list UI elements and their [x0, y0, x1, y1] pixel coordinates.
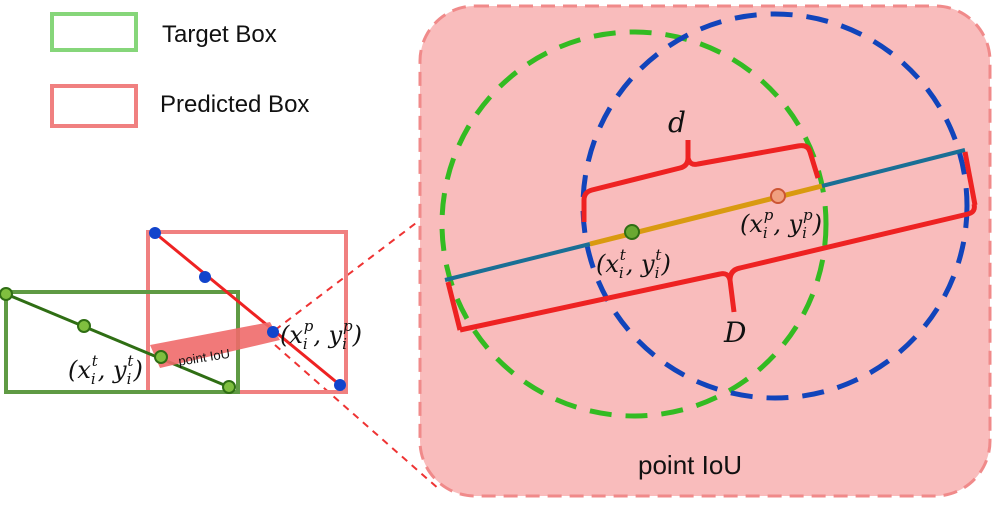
target-line [5, 292, 230, 389]
zoom-predicted-point [770, 188, 786, 204]
zoom-segment-right [821, 148, 966, 188]
label-D: D [723, 316, 746, 349]
label-d: d [668, 106, 686, 139]
predicted-line [154, 231, 341, 387]
left-predicted-point-label: (xip, yip) [280, 317, 362, 353]
predicted-point-1 [149, 227, 161, 239]
brace-D [459, 203, 977, 333]
zoom-caption: point IoU [638, 450, 742, 480]
brace-d [581, 140, 821, 222]
target-point-2 [77, 319, 91, 333]
target-point-4 [222, 380, 236, 394]
zoom-connector-bottom [274, 344, 441, 491]
legend-target-swatch [50, 12, 138, 52]
target-point-3 [154, 350, 168, 364]
predicted-point-3 [267, 326, 279, 338]
predicted-point-4 [334, 379, 346, 391]
zoom-target-point-label: (xit, yit) [596, 246, 671, 282]
legend-predicted-swatch [50, 84, 138, 128]
legend-target-label: Target Box [162, 21, 277, 48]
predicted-radius-circle [580, 11, 970, 401]
target-point-1 [0, 287, 13, 301]
zoom-strip-edge-right [962, 151, 978, 206]
point-iou-strip [150, 322, 280, 368]
zoom-strip-edge-left [445, 281, 463, 331]
zoom-panel [418, 4, 992, 498]
left-target-point-label: (xit, yit) [68, 352, 143, 388]
zoom-segment-left [444, 242, 591, 282]
predicted-box [146, 230, 348, 394]
predicted-point-2 [199, 271, 211, 283]
zoom-target-point [624, 224, 640, 240]
target-radius-circle [439, 29, 829, 419]
legend-predicted-label: Predicted Box [160, 91, 309, 118]
